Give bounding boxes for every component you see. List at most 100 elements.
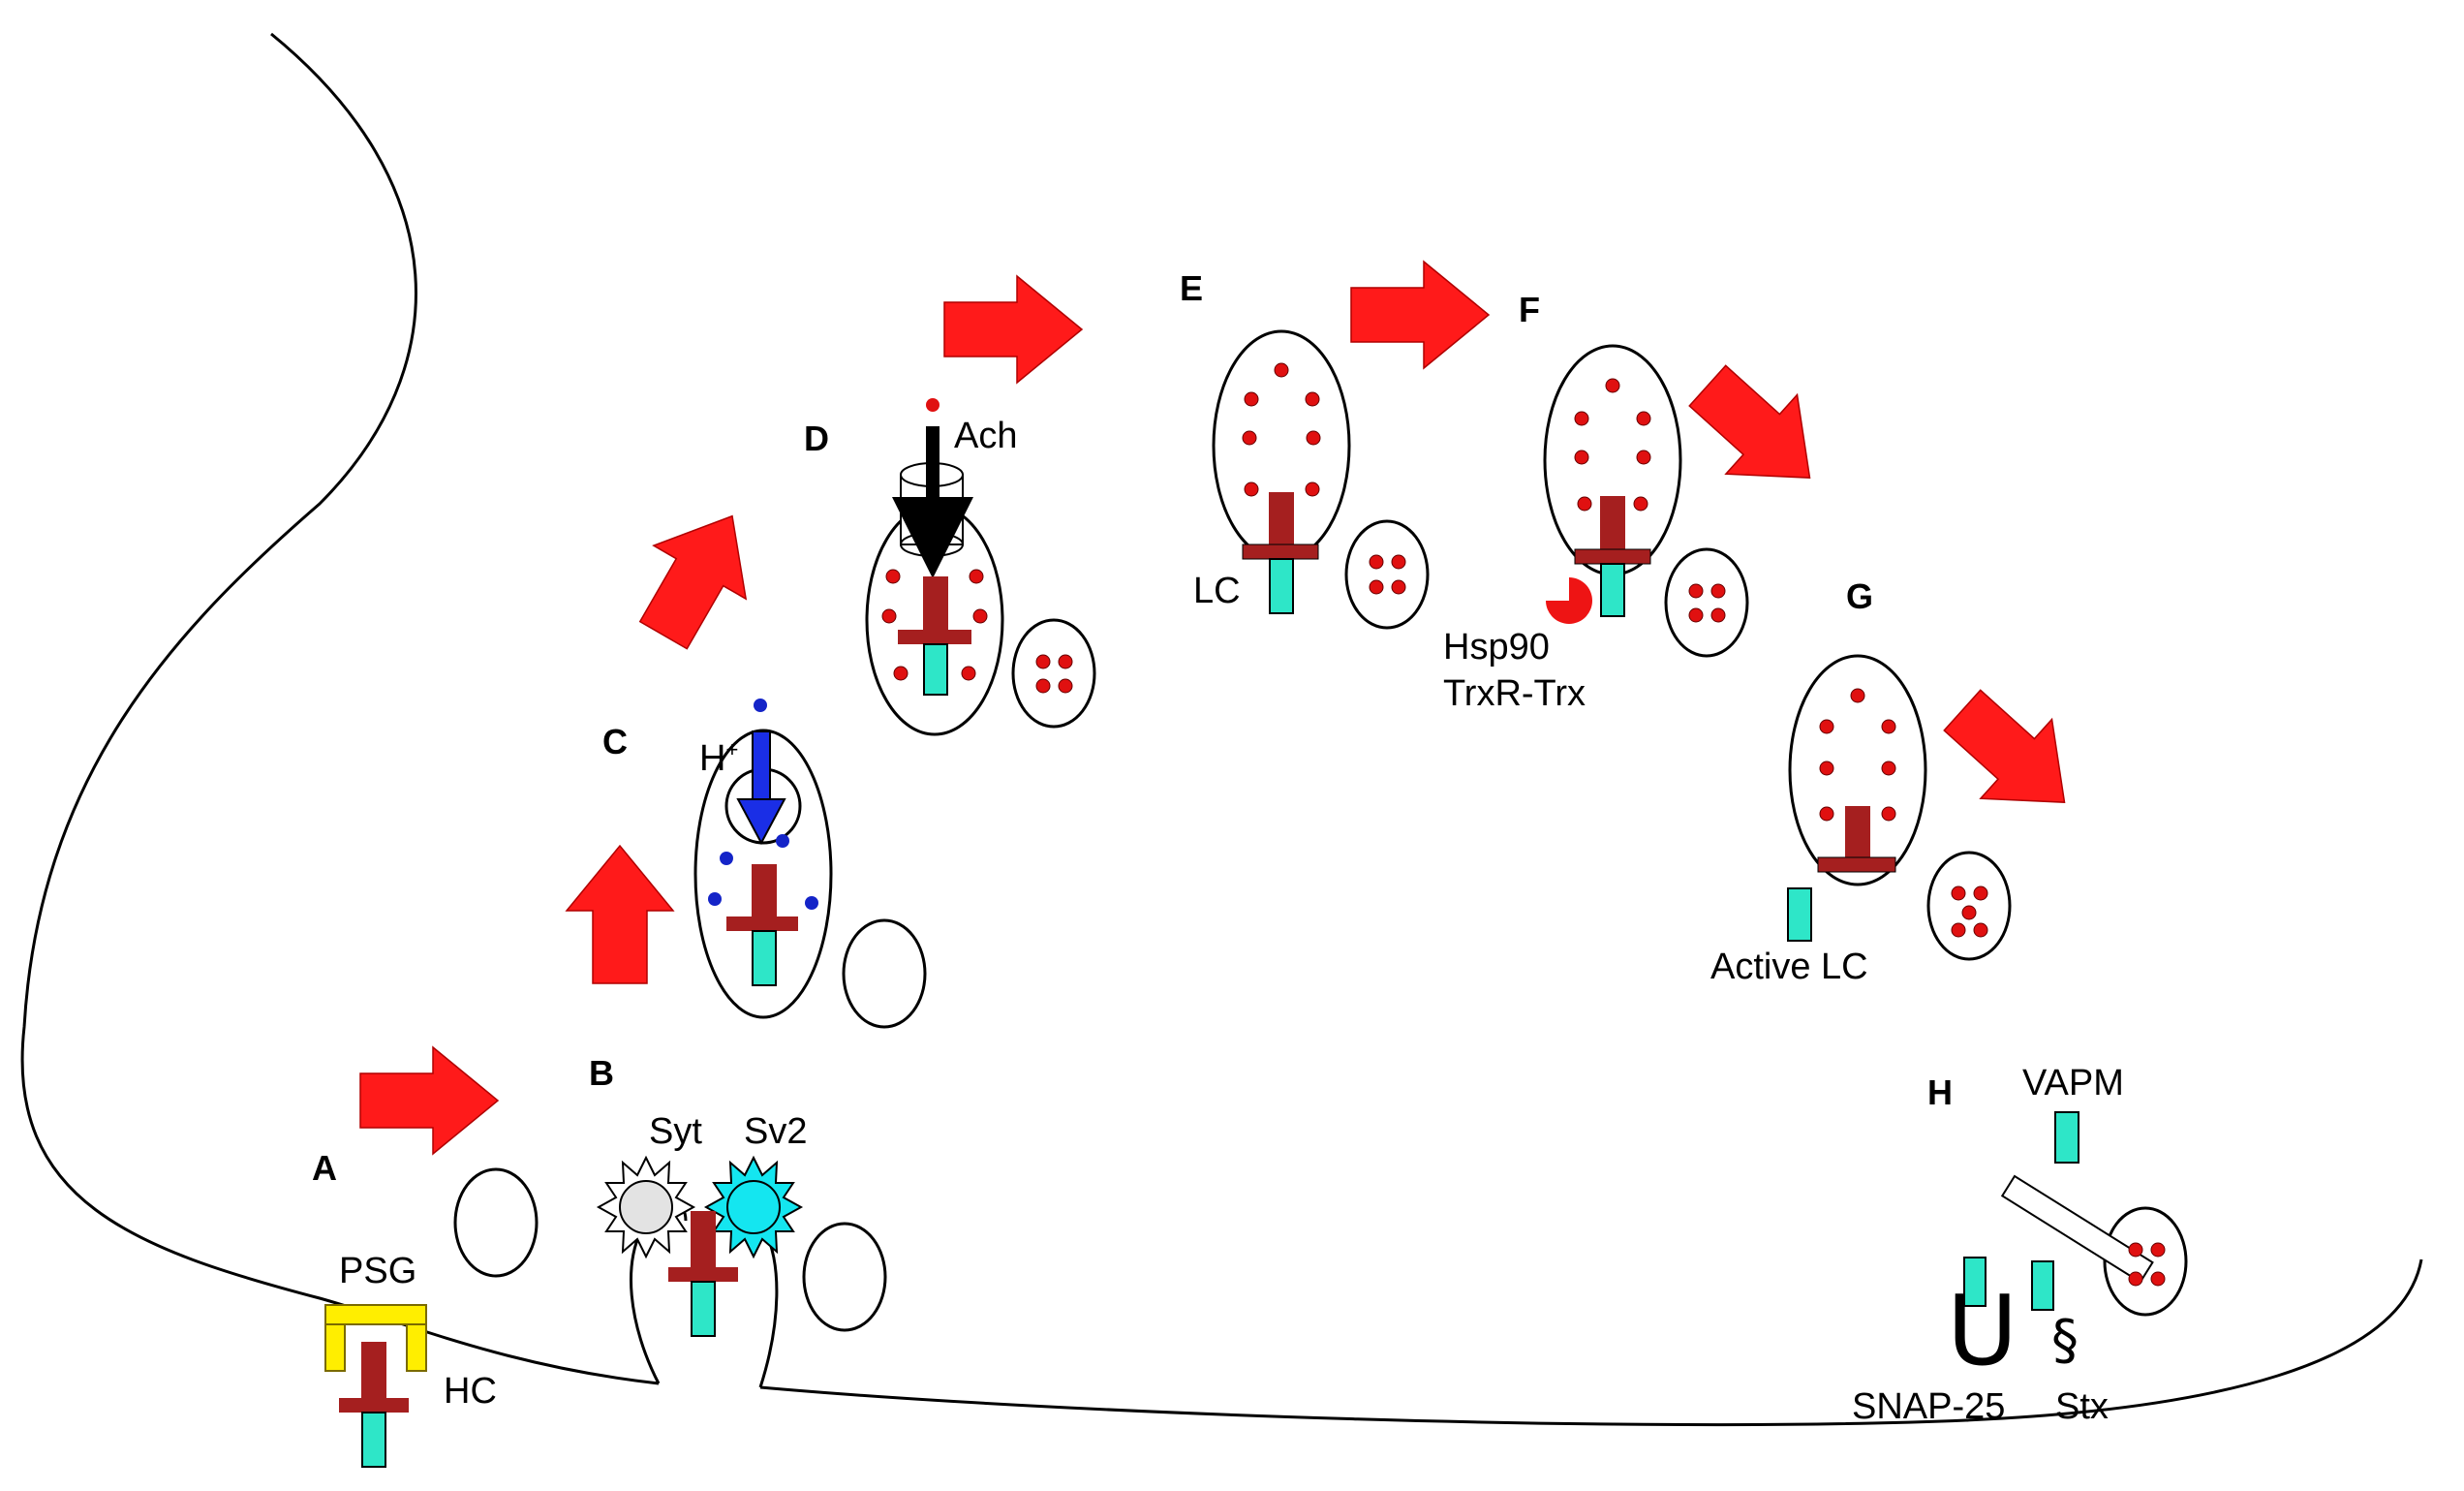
lc-label: LC — [1193, 571, 1241, 611]
step-label-c: C — [602, 722, 628, 761]
molecule-dot — [1605, 378, 1620, 393]
molecule-dot — [1391, 579, 1406, 595]
molecule-dot — [1274, 362, 1289, 378]
active-lc-label: Active LC — [1710, 947, 1868, 987]
step-label-b: B — [589, 1053, 614, 1093]
molecule-dot — [1881, 719, 1896, 734]
molecule-dot — [1850, 688, 1865, 703]
sv2-label: Sv2 — [744, 1111, 807, 1152]
molecule-dot — [969, 569, 984, 584]
molecule-dot — [1305, 481, 1320, 497]
molecule-dot — [885, 569, 901, 584]
vesicle-e-dots — [1242, 362, 1321, 497]
molecule-dot — [2128, 1271, 2143, 1287]
molecule-dot — [1391, 554, 1406, 570]
cleaved-vamp-bar — [2000, 1174, 2154, 1284]
vesicle-d-small — [1011, 618, 1096, 729]
molecule-dot — [1819, 719, 1834, 734]
molecule-dot — [1951, 885, 1966, 901]
h-plus-label: H+ — [699, 737, 738, 779]
molecule-dot — [1577, 496, 1592, 512]
progress-arrow-g-h — [1943, 689, 2066, 803]
molecule-dot — [1035, 654, 1051, 669]
molecule-dot — [1951, 922, 1966, 938]
progress-arrow-e-f — [1350, 260, 1491, 370]
vesicle-h-dots — [2128, 1242, 2166, 1287]
toxin-a — [339, 1342, 409, 1468]
molecule-dot — [1369, 579, 1384, 595]
molecule-dot — [1881, 761, 1896, 776]
progress-arrow-b-c — [565, 844, 675, 984]
molecule-dot — [1305, 391, 1320, 407]
proton-in-1 — [720, 852, 733, 865]
molecule-dot — [881, 608, 897, 624]
ach-label: Ach — [954, 416, 1017, 456]
step-label-d: D — [804, 419, 829, 458]
vapm-icon — [2054, 1111, 2079, 1164]
toxin-f — [1574, 496, 1651, 617]
vesicle-f-small-dots — [1688, 583, 1726, 623]
molecule-dot — [1306, 430, 1321, 446]
molecule-dot — [1242, 430, 1257, 446]
molecule-dot — [1636, 411, 1651, 426]
molecule-dot — [1688, 607, 1704, 623]
progress-arrow-f-g — [1688, 364, 1811, 479]
toxin-d — [898, 576, 971, 696]
molecule-dot — [1710, 607, 1726, 623]
proton-arrow-head — [736, 798, 786, 846]
molecule-dot — [1961, 905, 1977, 920]
molecule-dot — [1973, 922, 1988, 938]
toxin-g-heavy-chain — [1817, 806, 1896, 873]
proton-in-2 — [776, 834, 789, 848]
vesicle-e-small-dots — [1369, 554, 1406, 595]
ach-molecule-outside — [926, 398, 939, 412]
vesicle-e-small — [1344, 519, 1430, 630]
molecule-dot — [1369, 554, 1384, 570]
hsp90-label: Hsp90 — [1443, 627, 1550, 668]
molecule-dot — [1710, 583, 1726, 599]
vesicle-a — [453, 1167, 539, 1278]
vesicle-d-small-dots — [1035, 654, 1073, 694]
step-label-g: G — [1846, 576, 1873, 616]
snap25-fragment-icon — [1963, 1257, 1987, 1307]
neuron-membrane — [20, 32, 660, 1385]
step-label-f: F — [1519, 290, 1540, 329]
molecule-dot — [2128, 1242, 2143, 1258]
progress-arrow-d-e — [943, 274, 1084, 385]
toxin-c — [726, 864, 798, 986]
molecule-dot — [1688, 583, 1704, 599]
snap25-icon: U — [1947, 1274, 2017, 1387]
stx-icon: § — [2051, 1309, 2079, 1372]
sv2-receptor-core — [726, 1180, 781, 1234]
molecule-dot — [1973, 885, 1988, 901]
molecule-dot — [1244, 391, 1259, 407]
stx-fragment-icon — [2031, 1260, 2054, 1311]
molecule-dot — [1819, 761, 1834, 776]
proton-in-3 — [708, 892, 722, 906]
molecule-dot — [1881, 806, 1896, 822]
syt-label: Syt — [649, 1111, 702, 1152]
toxin-b — [668, 1211, 738, 1337]
molecule-dot — [1574, 411, 1589, 426]
vesicle-b — [802, 1222, 887, 1332]
molecule-dot — [1636, 450, 1651, 465]
stx-label: Stx — [2055, 1386, 2109, 1427]
proton-arrow-shaft — [752, 730, 771, 802]
molecule-dot — [2150, 1242, 2166, 1258]
step-label-h: H — [1927, 1072, 1953, 1112]
vesicle-g-small-dots — [1951, 885, 1988, 938]
molecule-dot — [1058, 678, 1073, 694]
molecule-dot — [972, 608, 988, 624]
vesicle-d-dots — [881, 569, 988, 681]
molecule-dot — [1633, 496, 1648, 512]
trxr-trx-label: TrxR-Trx — [1443, 673, 1586, 714]
molecule-dot — [893, 666, 909, 681]
molecule-dot — [1574, 450, 1589, 465]
psg-receptor — [324, 1304, 427, 1372]
molecule-dot — [1058, 654, 1073, 669]
molecule-dot — [961, 666, 976, 681]
hc-label: HC — [444, 1371, 497, 1412]
step-label-e: E — [1180, 268, 1203, 308]
hsp90-icon — [1546, 577, 1592, 624]
vesicle-g — [1788, 654, 1927, 886]
